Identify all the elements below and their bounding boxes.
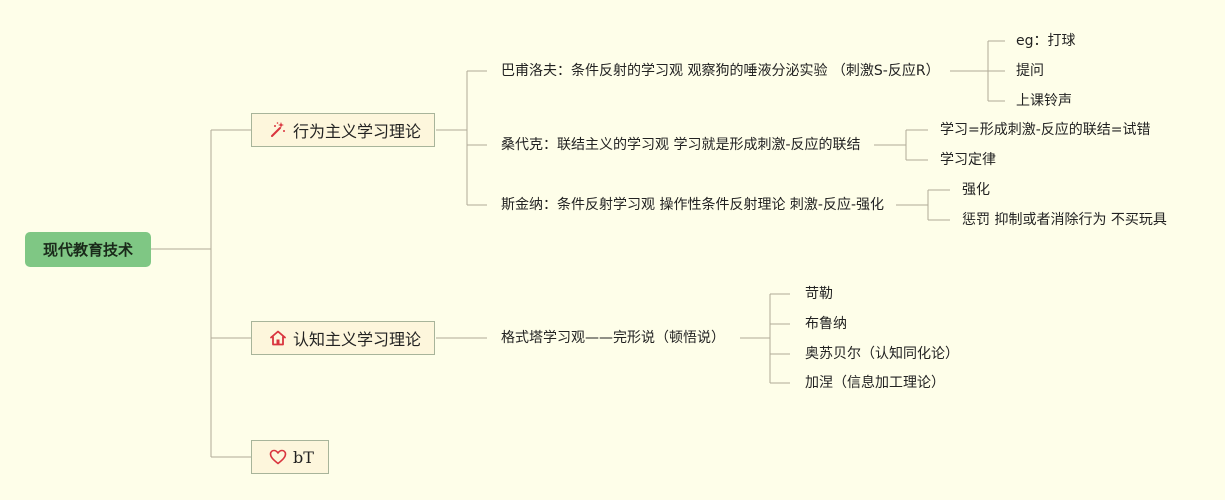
leaf-thorndike-2[interactable]: 学习定律 [940,151,996,169]
topic-skinner-label: 斯金纳：条件反射学习观 操作性条件反射理论 刺激-反应-强化 [501,197,885,213]
topic-gestalt-label: 格式塔学习观——完形说（顿悟说） [501,330,725,346]
leaf-gestalt-2-label: 布鲁纳 [805,316,847,332]
branch-cognitivism-label: 认知主义学习理论 [293,330,422,349]
leaf-gestalt-4[interactable]: 加涅（信息加工理论） [805,374,945,392]
leaf-thorndike-2-label: 学习定律 [940,152,996,168]
branch-bt-label: bT [293,447,314,467]
topic-skinner[interactable]: 斯金纳：条件反射学习观 操作性条件反射理论 刺激-反应-强化 [501,196,884,214]
leaf-pavlov-1-label: eg：打球 [1016,33,1076,49]
branch-behaviorism[interactable]: 行为主义学习理论 [251,113,436,147]
leaf-pavlov-3[interactable]: 上课铃声 [1016,92,1072,110]
magic-wand-icon [269,121,287,139]
leaf-gestalt-2[interactable]: 布鲁纳 [805,315,847,333]
leaf-skinner-1[interactable]: 强化 [962,181,990,199]
topic-pavlov-label: 巴甫洛夫：条件反射的学习观 观察狗的唾液分泌实验 （刺激S-反应R） [501,63,940,79]
leaf-gestalt-1-label: 苛勒 [805,286,833,302]
topic-thorndike[interactable]: 桑代克：联结主义的学习观 学习就是形成刺激-反应的联结 [501,136,861,154]
topic-pavlov[interactable]: 巴甫洛夫：条件反射的学习观 观察狗的唾液分泌实验 （刺激S-反应R） [501,62,940,80]
leaf-thorndike-1[interactable]: 学习=形成刺激-反应的联结=试错 [940,121,1151,139]
heart-icon [269,448,287,466]
leaf-skinner-2[interactable]: 惩罚 抑制或者消除行为 不买玩具 [962,211,1167,229]
leaf-gestalt-1[interactable]: 苛勒 [805,285,833,303]
topic-thorndike-label: 桑代克：联结主义的学习观 学习就是形成刺激-反应的联结 [501,137,861,153]
branch-bt[interactable]: bT [251,440,329,474]
leaf-skinner-2-label: 惩罚 抑制或者消除行为 不买玩具 [962,212,1167,228]
leaf-pavlov-3-label: 上课铃声 [1016,93,1072,109]
house-icon [269,329,287,347]
leaf-gestalt-3-label: 奥苏贝尔（认知同化论） [805,346,959,362]
leaf-pavlov-2-label: 提问 [1016,63,1044,79]
leaf-pavlov-2[interactable]: 提问 [1016,62,1044,80]
leaf-gestalt-4-label: 加涅（信息加工理论） [805,375,945,391]
root-topic-label: 现代教育技术 [42,241,133,259]
leaf-gestalt-3[interactable]: 奥苏贝尔（认知同化论） [805,345,959,363]
leaf-skinner-1-label: 强化 [962,182,990,198]
topic-gestalt[interactable]: 格式塔学习观——完形说（顿悟说） [501,329,725,347]
root-topic[interactable]: 现代教育技术 [25,232,151,267]
leaf-pavlov-1[interactable]: eg：打球 [1016,32,1076,50]
branch-behaviorism-label: 行为主义学习理论 [293,122,422,141]
branch-cognitivism[interactable]: 认知主义学习理论 [251,321,436,355]
leaf-thorndike-1-label: 学习=形成刺激-反应的联结=试错 [940,122,1151,138]
